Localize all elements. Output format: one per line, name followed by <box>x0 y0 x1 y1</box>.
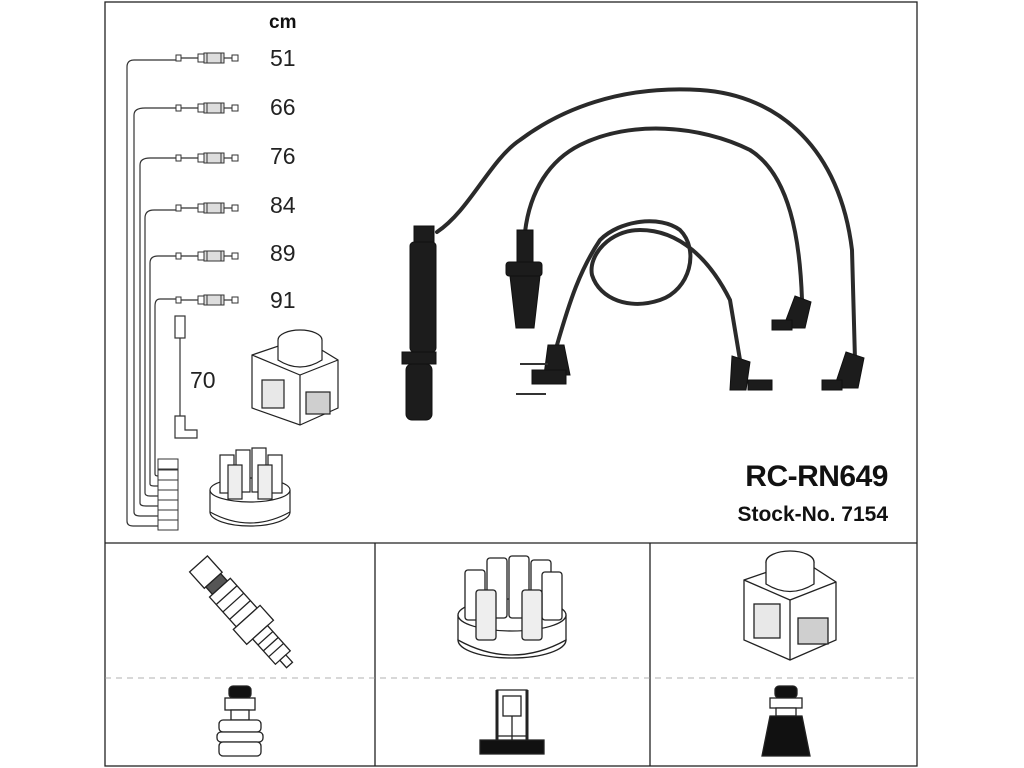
cap-connector-terminal-icon <box>479 689 545 755</box>
cable-length-89: 89 <box>270 240 296 266</box>
cable-length-91: 91 <box>270 287 296 313</box>
plug-connector-boot-icon <box>216 685 264 757</box>
cap-illustration-small <box>209 447 291 527</box>
coil-connector <box>516 344 571 395</box>
cable-length-51: 51 <box>270 45 296 71</box>
connector-row-91 <box>175 294 239 306</box>
distributor-cap-icon <box>457 555 567 659</box>
plug-boot-long <box>401 225 437 421</box>
stock-number: Stock-No. 7154 <box>737 503 888 526</box>
cap-terminals <box>157 458 179 531</box>
cable-bundle <box>126 59 176 527</box>
cap-connector-right-3 <box>729 355 773 391</box>
cable-length-76: 76 <box>270 143 296 169</box>
cable-set <box>435 87 857 362</box>
product-code: RC-RN649 <box>745 460 888 493</box>
connector-row-84 <box>175 202 239 214</box>
coil-connector-boot-icon <box>761 685 811 757</box>
frame <box>104 1 918 767</box>
connector-row-76 <box>175 152 239 164</box>
coil-illustration-small <box>251 329 339 426</box>
spark-plug-icon <box>188 554 294 669</box>
connector-row-66 <box>175 102 239 114</box>
cable-length-84: 84 <box>270 192 296 218</box>
length-unit: cm <box>269 12 297 33</box>
plug-boot-short <box>505 229 543 329</box>
cable-length-66: 66 <box>270 94 296 120</box>
connector-row-89 <box>175 250 239 262</box>
cap-connector-right-1 <box>771 295 812 331</box>
coil-lead-length: 70 <box>190 367 216 393</box>
coil-lead <box>174 315 198 439</box>
ignition-coil-icon <box>743 550 837 661</box>
connector-row-51 <box>175 52 239 64</box>
cap-connector-right-2 <box>821 351 865 391</box>
